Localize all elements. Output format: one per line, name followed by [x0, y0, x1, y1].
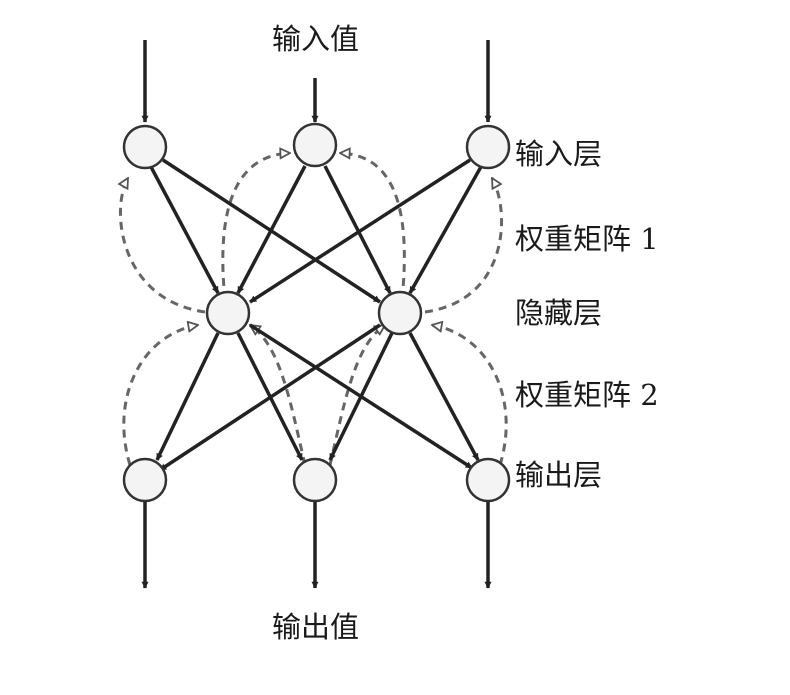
hidden-node-2 [377, 290, 423, 336]
feedback-arc [120, 178, 206, 314]
weight-matrix-1-label: 权重矩阵 1 [515, 222, 659, 256]
input-node-3 [465, 124, 511, 170]
connection [159, 323, 381, 472]
connection [408, 164, 484, 294]
feedback-arc [250, 323, 307, 466]
output-node-1 [122, 457, 168, 503]
output-layer-nodes [122, 457, 511, 503]
output-arrows [141, 502, 492, 589]
output-value-label: 输出值 [272, 610, 360, 644]
weights-hidden-output [155, 323, 480, 472]
output-node-2 [292, 457, 338, 503]
connection [408, 332, 480, 461]
connection [249, 158, 471, 304]
input-node-2 [292, 122, 338, 168]
input-node-1 [122, 124, 168, 170]
feedback-arc [340, 153, 406, 301]
connection [328, 332, 394, 461]
input-value-label: 输入值 [272, 22, 360, 56]
feedback-arcs-upper [120, 153, 504, 314]
input-arrows [141, 40, 492, 123]
feedback-arc [122, 325, 198, 466]
input-layer-nodes [122, 122, 511, 170]
weight-matrix-2-label: 权重矩阵 2 [515, 378, 659, 412]
connection [155, 332, 220, 461]
output-node-3 [465, 457, 511, 503]
weights-input-hidden [148, 158, 484, 304]
input-layer-label: 输入层 [515, 137, 603, 171]
connection [236, 165, 307, 294]
feedback-arc [221, 153, 290, 301]
hidden-layer-nodes [205, 290, 423, 336]
feedback-arcs-lower [122, 323, 508, 466]
feedback-arc [432, 325, 508, 466]
connection [148, 164, 220, 294]
connection [323, 165, 392, 294]
feedback-arc [424, 178, 504, 314]
hidden-node-1 [205, 290, 251, 336]
hidden-layer-label: 隐藏层 [515, 296, 603, 330]
feedback-arc [328, 323, 385, 466]
output-layer-label: 输出层 [515, 458, 603, 492]
